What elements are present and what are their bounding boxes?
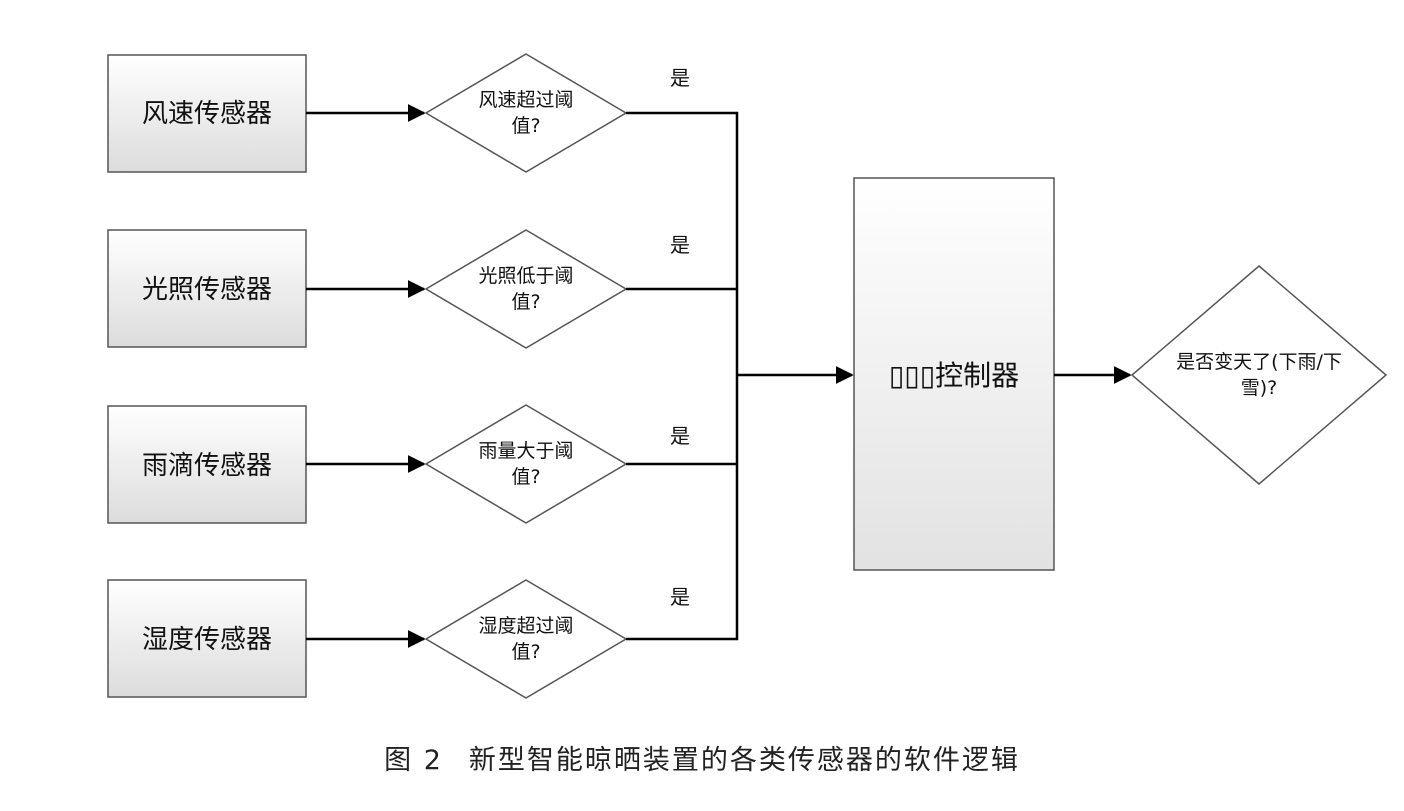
connector-wind bbox=[626, 111, 739, 375]
controller-box bbox=[853, 177, 1055, 571]
sensor-row-2: 光照传感器 光照低于阈 值? 是 bbox=[107, 229, 690, 349]
yes-label-light: 是 bbox=[670, 233, 690, 257]
controller-label: ▯▯▯控制器 bbox=[889, 359, 1019, 392]
decision-diamond-light bbox=[424, 229, 628, 349]
sensor-label-wind: 风速传感器 bbox=[142, 99, 272, 129]
sensor-row-1: 风速传感器 风速超过阈 值? 是 bbox=[107, 53, 690, 173]
final-decision-line1: 是否变天了(下雨/下 bbox=[1176, 351, 1342, 373]
sensor-row-3: 雨滴传感器 雨量大于阈 值? 是 bbox=[107, 404, 690, 524]
figure-caption-text: 新型智能晾晒装置的各类传感器的软件逻辑 bbox=[468, 745, 1020, 776]
merge-connectors bbox=[626, 111, 739, 641]
sensor-label-rain: 雨滴传感器 bbox=[142, 451, 272, 481]
sensor-box-humidity bbox=[107, 579, 307, 698]
sensor-box-light bbox=[107, 229, 307, 348]
decision-label-humidity-line2: 值? bbox=[511, 641, 540, 663]
decision-diamond-humidity bbox=[424, 579, 628, 699]
figure-number: 图 2 bbox=[384, 745, 443, 776]
yes-label-rain: 是 bbox=[670, 424, 690, 448]
connector-humidity bbox=[626, 375, 739, 641]
decision-label-rain-line2: 值? bbox=[511, 466, 540, 488]
sensor-row-4: 湿度传感器 湿度超过阈 值? 是 bbox=[107, 579, 690, 699]
final-decision-line2: 雪)? bbox=[1241, 377, 1278, 399]
yes-label-humidity: 是 bbox=[670, 585, 690, 609]
decision-diamond-wind bbox=[424, 53, 628, 173]
sensor-box-wind bbox=[107, 54, 307, 173]
sensor-label-light: 光照传感器 bbox=[142, 275, 272, 305]
decision-label-wind-line2: 值? bbox=[511, 115, 540, 137]
decision-label-humidity-line1: 湿度超过阈 bbox=[478, 615, 573, 637]
sensor-label-humidity: 湿度传感器 bbox=[142, 625, 272, 655]
figure-caption: 图 2 新型智能晾晒装置的各类传感器的软件逻辑 bbox=[0, 738, 1404, 777]
sensor-box-rain bbox=[107, 405, 307, 524]
yes-label-wind: 是 bbox=[670, 66, 690, 90]
decision-label-light-line2: 值? bbox=[511, 291, 540, 313]
decision-label-light-line1: 光照低于阈 bbox=[478, 265, 573, 287]
final-decision-diamond bbox=[1130, 265, 1388, 485]
decision-label-rain-line1: 雨量大于阈 bbox=[478, 440, 573, 462]
decision-label-wind-line1: 风速超过阈 bbox=[478, 89, 573, 111]
decision-diamond-rain bbox=[424, 404, 628, 524]
